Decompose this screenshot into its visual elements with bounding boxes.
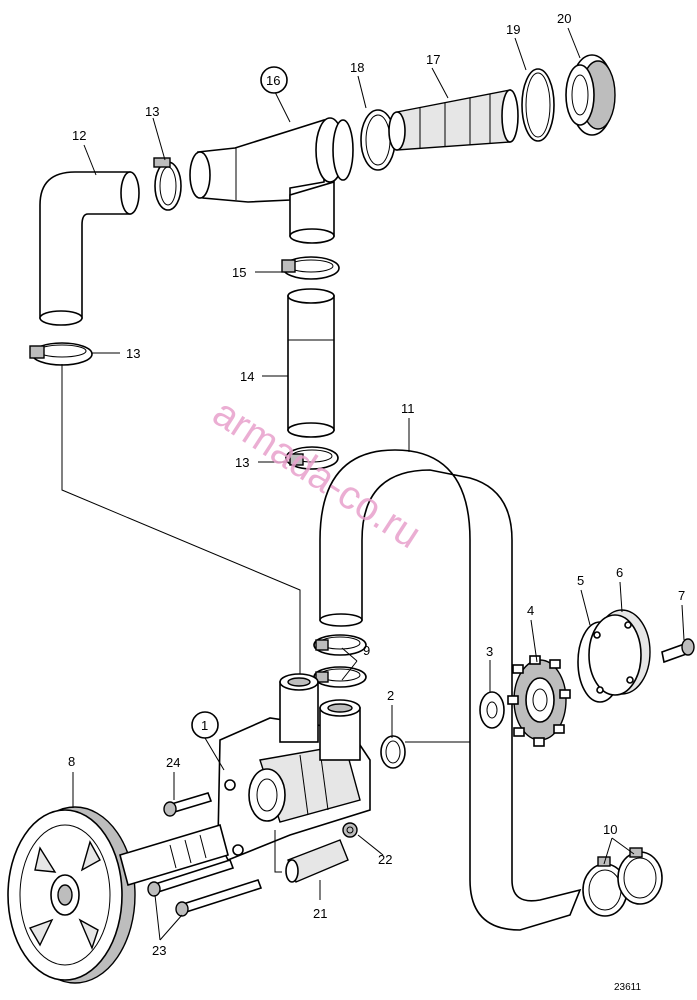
callout-6: 6 — [616, 565, 623, 580]
callout-16: 16 — [266, 73, 280, 88]
callout-18: 18 — [350, 60, 364, 75]
screws-part-23 — [147, 859, 263, 917]
figure-number: 23611 — [614, 982, 642, 993]
callout-11: 11 — [401, 401, 415, 416]
callout-8: 8 — [68, 754, 75, 769]
straight-hose-part-14 — [287, 288, 335, 438]
sleeve-guide-line — [274, 830, 282, 873]
washer-part-3 — [479, 691, 505, 729]
callout-circle-16 — [260, 66, 288, 94]
callout-10: 10 — [603, 822, 617, 837]
pulley-part-8 — [7, 806, 136, 984]
callout-labels: 12 13 13 16 18 17 19 20 15 14 13 11 9 2 … — [68, 11, 685, 958]
nut-part-22 — [342, 822, 358, 838]
callout-19: 19 — [506, 22, 520, 37]
callout-9: 9 — [363, 643, 370, 658]
callout-3: 3 — [486, 644, 493, 659]
callout-13-lower: 13 — [235, 455, 249, 470]
elbow-hose-part-12 — [39, 171, 140, 326]
callout-23: 23 — [152, 943, 166, 958]
u-hose-part-11 — [319, 449, 582, 931]
callout-4: 4 — [527, 603, 534, 618]
tee-pipe-part-16 — [189, 117, 354, 244]
callout-20: 20 — [557, 11, 571, 26]
o-ring-part-2 — [380, 735, 406, 769]
assembly-guide-line-left — [61, 364, 301, 680]
hose-clamps-part-9 — [313, 634, 367, 688]
screw-part-7 — [661, 638, 695, 664]
strainer-filter-part-17 — [388, 89, 519, 151]
callout-22: 22 — [378, 852, 392, 867]
callout-17: 17 — [426, 52, 440, 67]
hose-clamp-part-13-lower — [285, 446, 339, 470]
callout-circle-1 — [191, 711, 219, 739]
hose-clamp-part-15 — [281, 256, 340, 280]
screw-part-24 — [163, 792, 213, 817]
callout-13-upper: 13 — [145, 104, 159, 119]
callout-24: 24 — [166, 755, 180, 770]
cap-nut-part-20 — [565, 54, 616, 136]
callout-12: 12 — [72, 128, 86, 143]
pump-shaft — [119, 823, 229, 887]
hose-clamp-part-13-upper — [153, 157, 182, 211]
callout-21: 21 — [313, 906, 327, 921]
cover-plate-part-6 — [588, 609, 651, 696]
sleeve-part-21 — [285, 839, 349, 883]
impeller-part-4 — [507, 655, 571, 747]
hose-clamp-part-13-left — [29, 342, 93, 366]
callout-13-left: 13 — [126, 346, 140, 361]
callout-5: 5 — [577, 573, 584, 588]
o-ring-part-19 — [521, 68, 555, 142]
callout-14: 14 — [240, 369, 254, 384]
pump-housing-part-1 — [217, 673, 371, 862]
callout-2: 2 — [387, 688, 394, 703]
callout-1: 1 — [201, 718, 208, 733]
callout-15: 15 — [232, 265, 246, 280]
callout-7: 7 — [678, 588, 685, 603]
leader-lines — [72, 27, 685, 941]
hose-clamps-part-10 — [582, 847, 663, 917]
